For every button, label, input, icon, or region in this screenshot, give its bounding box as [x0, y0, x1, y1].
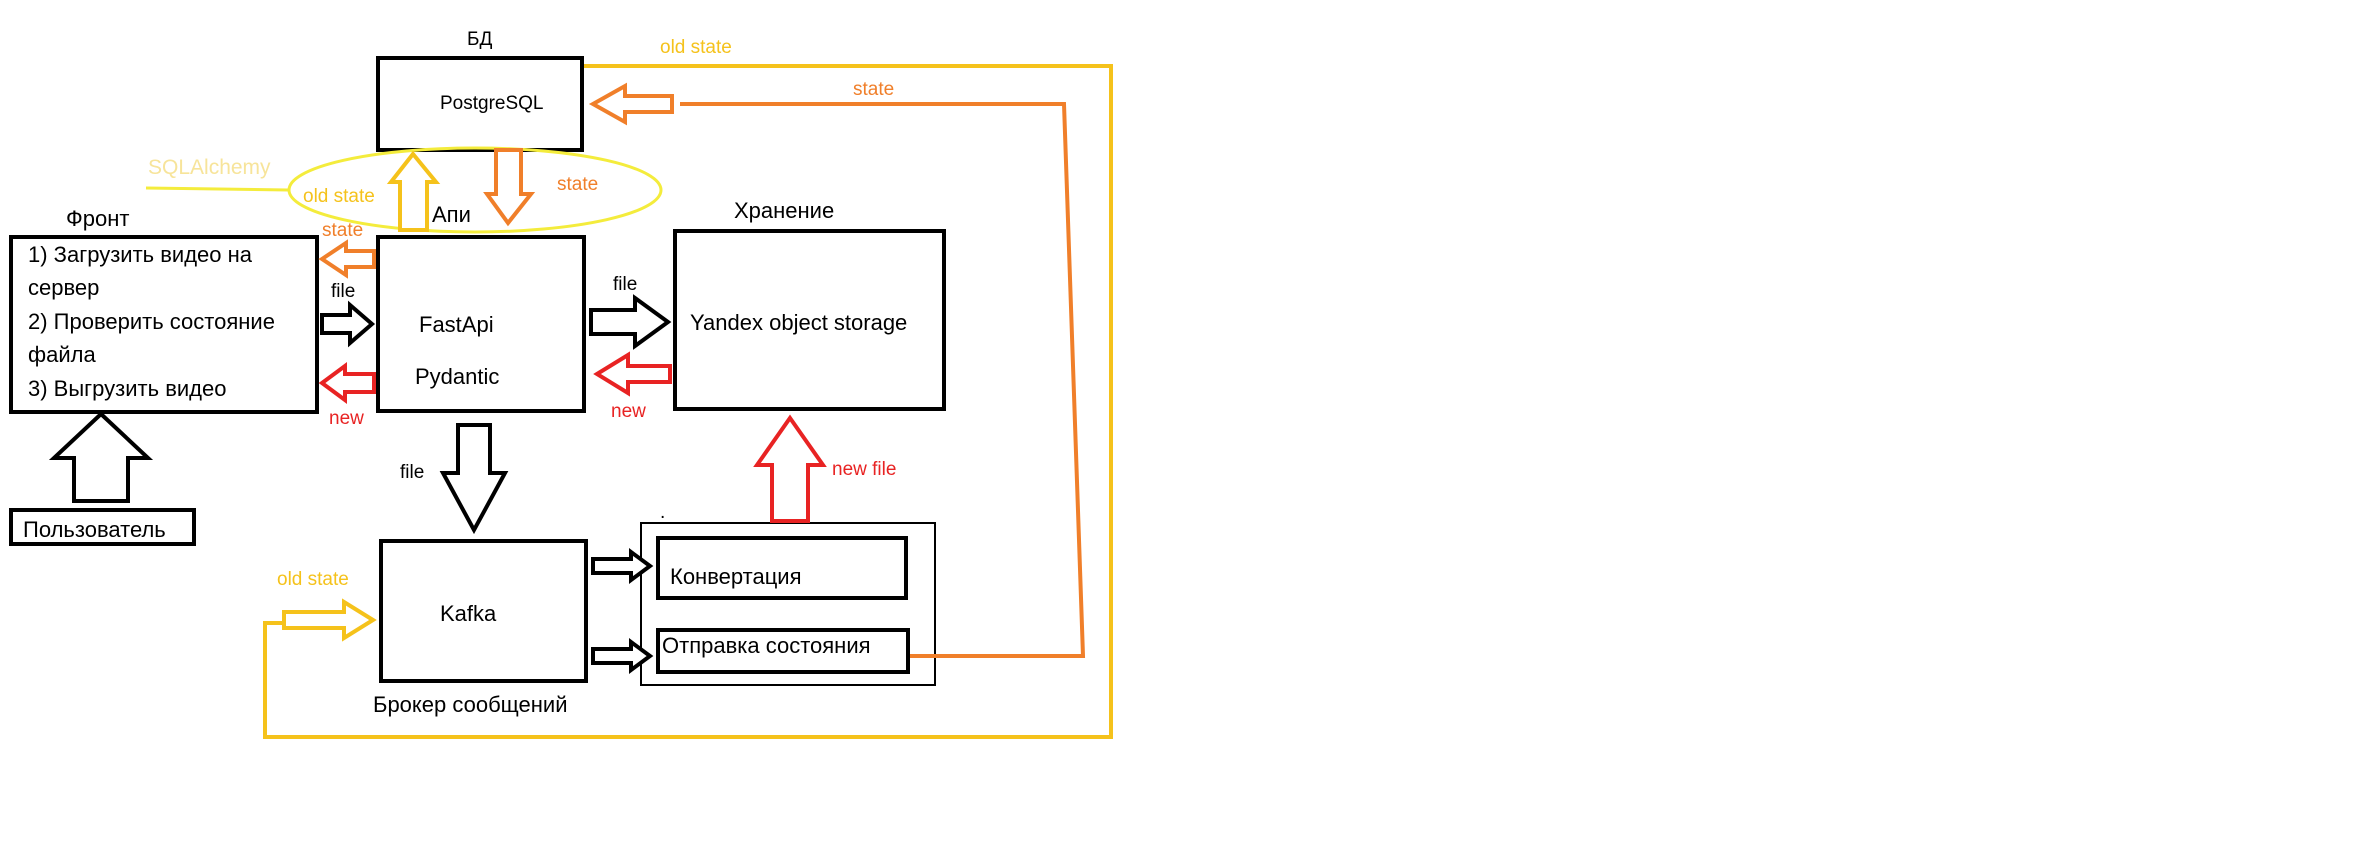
file-arrow-to-kafka	[439, 423, 509, 535]
file-arrow-to-storage	[589, 294, 672, 350]
front-line-1: 1) Загрузить видео на	[28, 242, 253, 267]
state-front-label: state	[322, 220, 363, 241]
kafka-arrow-to-send-state	[591, 638, 654, 674]
file-arrow-to-api	[320, 300, 376, 348]
kafka-arrow-to-convert	[591, 548, 654, 584]
new-arrow-from-storage	[593, 351, 672, 397]
state-arrow-to-front	[318, 239, 376, 279]
api-box	[376, 235, 586, 413]
file-front-label: file	[331, 281, 355, 302]
state-arrow-down	[483, 148, 536, 227]
user-arrow-up	[48, 411, 154, 503]
convert-box	[656, 536, 908, 600]
new-front-label: new	[329, 408, 364, 429]
front-box	[9, 235, 319, 414]
front-line-5: 3) Выгрузить видео	[28, 376, 226, 401]
postgresql-label: PostgreSQL	[440, 93, 544, 114]
kafka-box	[379, 539, 588, 683]
state-arrow-to-db	[588, 82, 674, 126]
new-arrow-to-front	[318, 362, 376, 404]
old-state-kafka-label: old state	[277, 569, 349, 590]
api-fastapi-label: FastApi	[419, 312, 494, 337]
storage-box	[673, 229, 946, 411]
convert-label: Конвертация	[670, 564, 802, 589]
new-file-label: new file	[832, 459, 896, 480]
api-pydantic-label: Pydantic	[415, 364, 499, 389]
front-title: Фронт	[66, 206, 129, 231]
db-title: БД	[467, 29, 492, 50]
user-box	[9, 508, 196, 546]
sqlalchemy-label: SQLAlchemy	[148, 156, 271, 179]
broker-caption: Брокер сообщений	[373, 692, 568, 717]
send-state-box	[656, 628, 910, 674]
kafka-label: Kafka	[440, 601, 497, 626]
state-top-label: state	[853, 79, 894, 100]
new-storage-label: new	[611, 401, 646, 422]
old-state-orm-label: old state	[303, 186, 375, 207]
old-state-arrow-to-kafka	[282, 598, 377, 642]
storage-title: Хранение	[734, 198, 834, 223]
front-line-2: сервер	[28, 275, 99, 300]
workers-dot: .	[660, 502, 665, 523]
state-orm-label: state	[557, 174, 598, 195]
old-state-loop-line	[263, 64, 1113, 739]
api-title: Апи	[432, 202, 471, 227]
sqlalchemy-pointer-line	[145, 186, 289, 192]
sqlalchemy-ellipse	[287, 146, 663, 234]
storage-label: Yandex object storage	[690, 310, 907, 335]
new-file-arrow-up	[753, 414, 827, 523]
old-state-arrow-up	[386, 150, 441, 232]
front-line-3: 2) Проверить состояние	[28, 309, 275, 334]
send-state-label: Отправка состояния	[662, 633, 871, 658]
old-state-top-label: old state	[660, 37, 732, 58]
file-down-label: file	[400, 462, 424, 483]
front-line-4: файла	[28, 342, 96, 367]
user-label: Пользователь	[23, 517, 166, 542]
file-storage-label: file	[613, 274, 637, 295]
postgresql-box	[376, 56, 584, 152]
